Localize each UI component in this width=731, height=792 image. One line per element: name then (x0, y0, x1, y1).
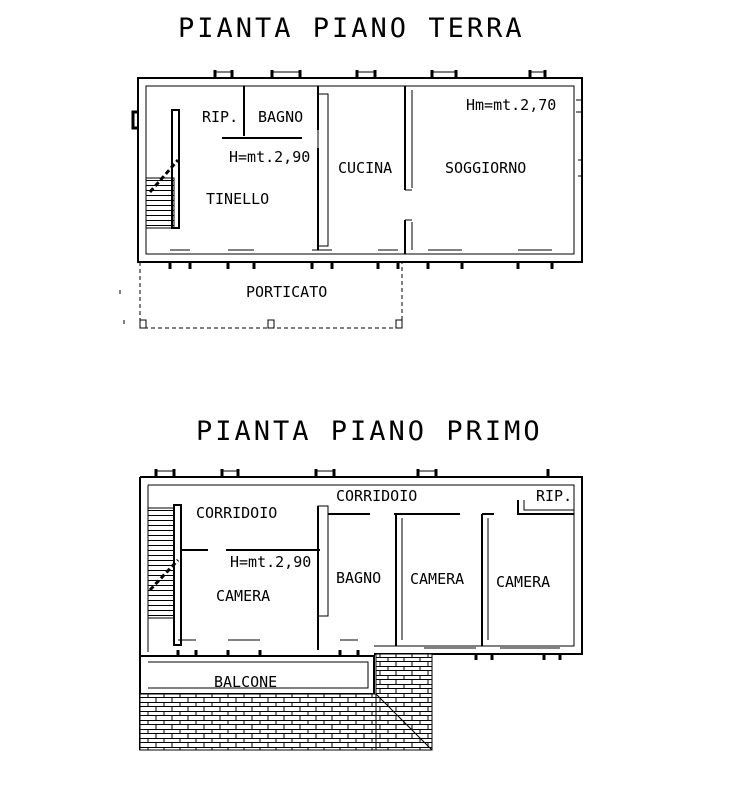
room-height-label: H=mt.2,90 (230, 553, 311, 571)
first-floor-outer-walls (139, 469, 583, 750)
room-label-bagno: BAGNO (336, 569, 381, 587)
first-floor-title: PIANTA PIANO PRIMO (196, 416, 543, 447)
room-height-label: H=mt.2,90 (229, 148, 310, 166)
room-label-rip: RIP. (202, 108, 238, 126)
room-label-corridoio-top: CORRIDOIO (336, 487, 417, 505)
room-label-bagno: BAGNO (258, 108, 303, 126)
room-label-camera-mid: CAMERA (410, 570, 464, 588)
room-label-camera-left: CAMERA (216, 587, 270, 605)
first-floor-plan: PIANTA PIANO PRIMO (139, 416, 583, 751)
room-label-cucina: CUCINA (338, 159, 392, 177)
roof-tiles (139, 653, 433, 751)
ground-floor-interior-walls (145, 86, 413, 254)
room-label-balcone: BALCONE (214, 673, 277, 691)
room-label-tinello: TINELLO (206, 190, 269, 208)
room-label-soggiorno: SOGGIORNO (445, 159, 526, 177)
first-floor-interior-walls (147, 500, 574, 650)
room-label-rip: RIP. (536, 487, 572, 505)
room-label-camera-right: CAMERA (496, 573, 550, 591)
ground-floor-outer-walls (131, 70, 583, 269)
room-label-corridoio-left: CORRIDOIO (196, 504, 277, 522)
room-label-porticato: PORTICATO (246, 283, 327, 301)
porticato-outline (119, 262, 403, 329)
ground-floor-title: PIANTA PIANO TERRA (178, 13, 525, 44)
room-height-label-soggiorno: Hm=mt.2,70 (466, 96, 556, 114)
ground-floor-plan: PIANTA PIANO TERRA (119, 13, 583, 329)
